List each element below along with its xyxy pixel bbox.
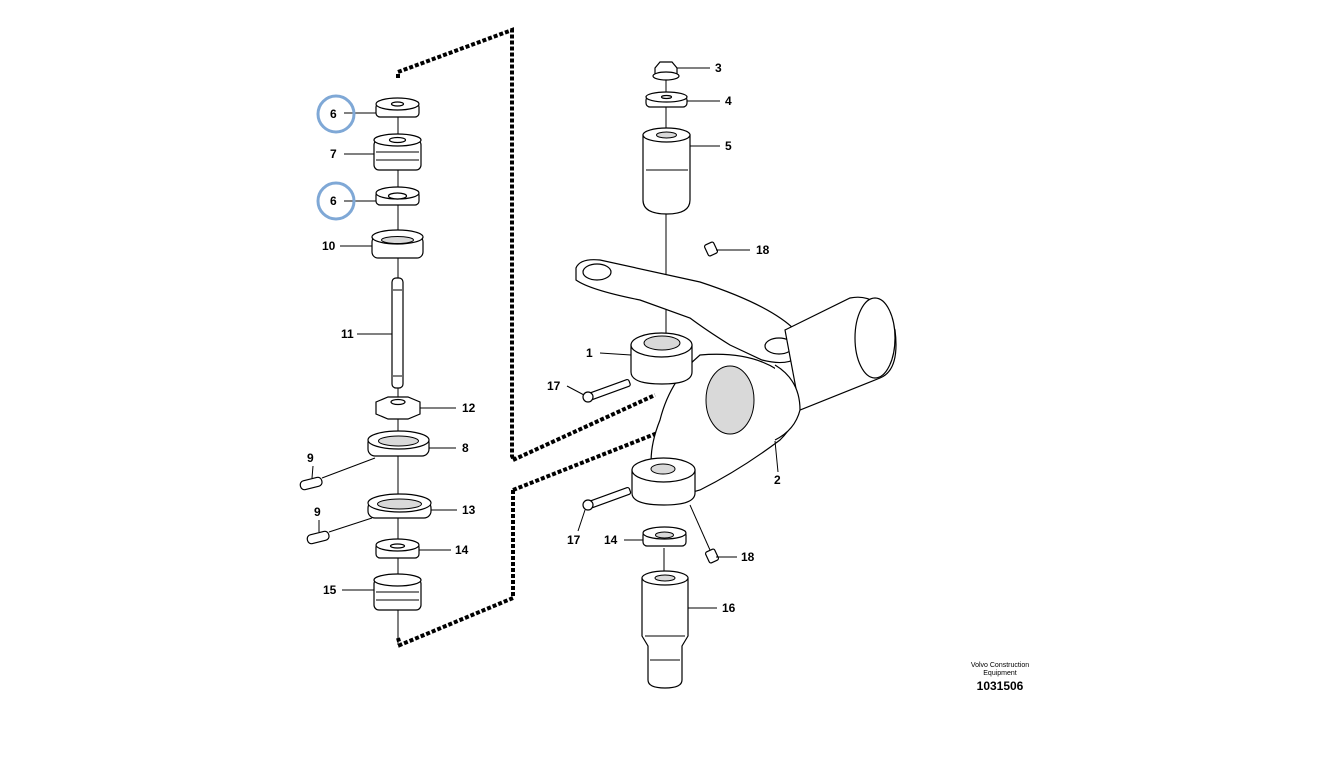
part-2-steering-knuckle	[575, 259, 897, 501]
part-4-washer	[645, 91, 688, 108]
part-10-bearing-cup	[371, 229, 424, 259]
brand-block: Volvo Construction Equipment 1031506	[955, 662, 1045, 693]
part-5-bushing	[642, 127, 691, 215]
brand-line-1: Volvo Construction	[970, 662, 1030, 669]
label-6-lower[interactable]: 6	[330, 194, 337, 208]
label-6-upper[interactable]: 6	[330, 107, 337, 121]
label-7[interactable]: 7	[330, 147, 337, 161]
label-2[interactable]: 2	[774, 473, 781, 487]
lower-kingpin-boss	[631, 457, 696, 506]
label-18-upper[interactable]: 18	[756, 243, 770, 257]
label-4[interactable]: 4	[725, 94, 732, 108]
label-16[interactable]: 16	[722, 601, 736, 615]
part-1-upper-boss	[630, 332, 693, 385]
label-1[interactable]: 1	[586, 346, 593, 360]
label-12[interactable]: 12	[462, 401, 476, 415]
part-6-lower-washer	[375, 186, 420, 206]
brand-line-2: Equipment	[983, 670, 1017, 677]
illustration-code: 1031506	[976, 679, 1024, 693]
right-assembly	[575, 61, 897, 689]
label-18-lower[interactable]: 18	[741, 550, 755, 564]
label-17-upper[interactable]: 17	[547, 379, 561, 393]
part-7-bearing	[373, 133, 422, 171]
label-14-left[interactable]: 14	[455, 543, 469, 557]
label-11[interactable]: 11	[341, 327, 354, 341]
part-17-bolt-lower	[582, 486, 632, 511]
part-17-bolt-upper	[582, 379, 631, 403]
part-13-lock-ring	[367, 493, 432, 519]
part-18-grease-nipple-upper	[703, 241, 719, 257]
part-14-washer-right	[642, 526, 687, 547]
label-10[interactable]: 10	[322, 239, 336, 253]
part-8-lock-ring	[367, 430, 430, 457]
part-18-grease-nipple-lower	[704, 548, 720, 564]
part-14-washer-left	[375, 538, 420, 559]
label-15[interactable]: 15	[323, 583, 337, 597]
part-16-kingpin	[641, 570, 689, 689]
part-11-threaded-stud	[391, 277, 404, 389]
label-17-lower[interactable]: 17	[567, 533, 581, 547]
part-12-hex-nut	[375, 396, 421, 420]
label-5[interactable]: 5	[725, 139, 732, 153]
part-9-pin-upper	[299, 476, 323, 491]
leader-lines	[311, 67, 779, 609]
highlight-ring-lower	[316, 181, 356, 221]
part-3-flange-nut	[652, 61, 680, 81]
highlight-ring-upper	[316, 94, 356, 134]
label-14-right[interactable]: 14	[604, 533, 618, 547]
callout-labels: 6 7 6 10 11 12 8 9 9 13 14 15 3 4 5 18 1…	[307, 61, 781, 615]
label-9-lower[interactable]: 9	[314, 505, 321, 519]
label-9-upper[interactable]: 9	[307, 451, 314, 465]
left-exploded-stack	[299, 97, 432, 645]
assembly-dashed-lines	[396, 27, 661, 648]
label-3[interactable]: 3	[715, 61, 722, 75]
label-8[interactable]: 8	[462, 441, 469, 455]
label-13[interactable]: 13	[462, 503, 476, 517]
part-9-pin-lower	[306, 530, 330, 545]
part-15-bearing	[373, 573, 422, 611]
part-6-top-washer	[375, 97, 420, 118]
